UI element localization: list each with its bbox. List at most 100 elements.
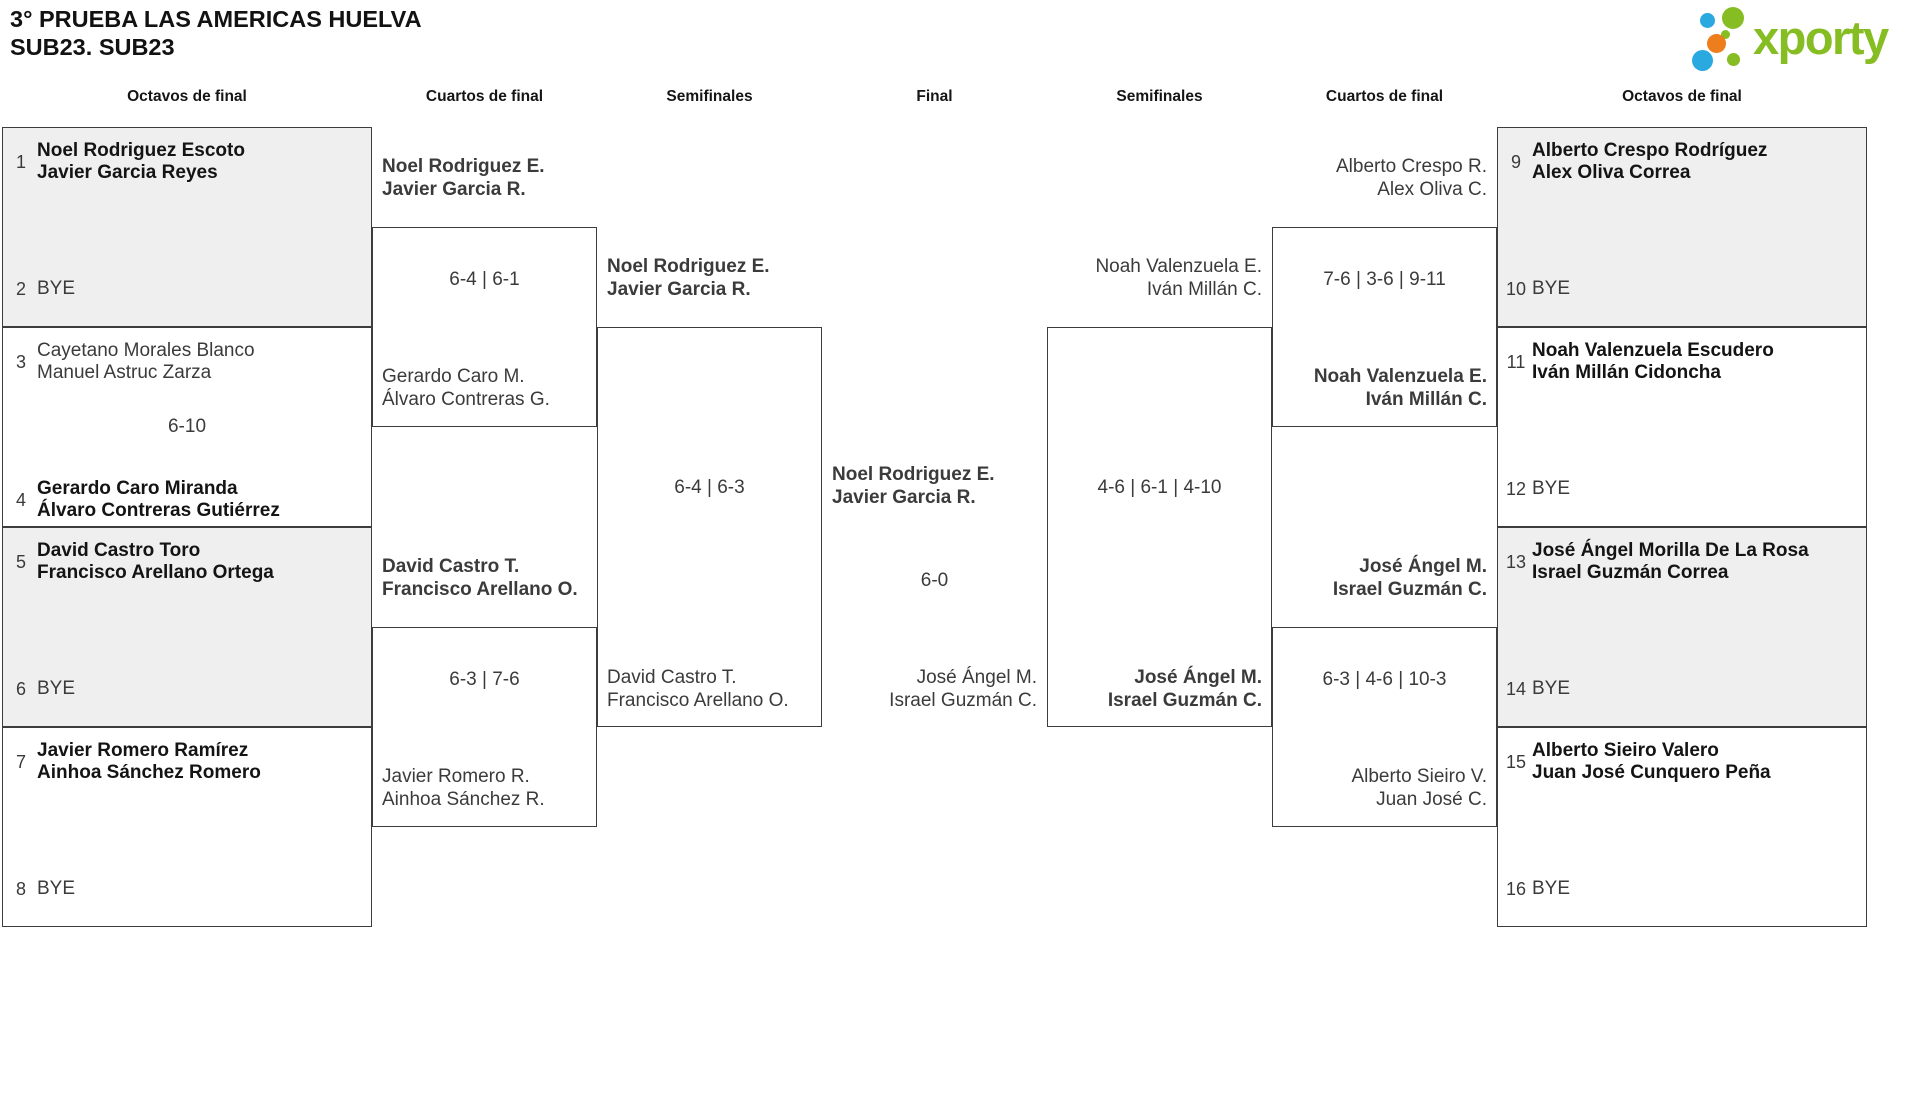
player-name: Noel Rodriguez E. (607, 256, 770, 277)
qf-right-top-winner: Noah Valenzuela E. Iván Millán C. (1277, 365, 1487, 411)
logo-dot-icon (1721, 30, 1730, 39)
player-name: David Castro Toro (37, 540, 201, 561)
qf-right-top-score: 7-6 | 3-6 | 9-11 (1323, 269, 1446, 290)
player-name: José Ángel M. (916, 667, 1037, 688)
sf-left-score: 6-4 | 6-3 (674, 477, 745, 498)
player-name: Noel Rodriguez E. (382, 156, 545, 177)
player-name: Juan José Cunquero Peña (1532, 762, 1771, 783)
team-names: Noah Valenzuela Escudero Iván Millán Cid… (1532, 340, 1774, 384)
seed-number: 1 (15, 151, 26, 172)
seed-number: 9 (1510, 151, 1521, 172)
player-name: Juan José C. (1376, 789, 1487, 810)
bye-label: BYE (37, 678, 76, 699)
bye-label: BYE (1532, 478, 1571, 499)
match-box-oct-13-14: 13 José Ángel Morilla De La Rosa Israel … (1497, 527, 1867, 727)
team-row: 5 David Castro Toro Francisco Arellano O… (3, 540, 371, 584)
team-names: BYE (37, 878, 75, 900)
team-names: BYE (1532, 878, 1570, 900)
team-names: Noel Rodriguez Escoto Javier Garcia Reye… (37, 140, 245, 184)
team-row: 10 BYE (1498, 278, 1866, 300)
qf-right-bottom-loser: Alberto Sieiro V. Juan José C. (1277, 765, 1487, 811)
sf-right-loser: Noah Valenzuela E. Iván Millán C. (1052, 255, 1262, 301)
sf-right-winner: José Ángel M. Israel Guzmán C. (1052, 666, 1262, 712)
player-name: Iván Millán C. (1146, 279, 1262, 300)
logo-text: xporty (1753, 11, 1889, 64)
team-names: BYE (37, 278, 75, 300)
team-row: 13 José Ángel Morilla De La Rosa Israel … (1498, 540, 1866, 584)
seed-number: 14 (1505, 678, 1527, 699)
round-header-semis-left: Semifinales (666, 88, 753, 105)
player-name: Manuel Astruc Zarza (37, 362, 212, 383)
category-name: SUB23. SUB23 (10, 34, 175, 60)
player-name: Iván Millán Cidoncha (1532, 362, 1721, 383)
match-box-oct-15-16: 15 Alberto Sieiro Valero Juan José Cunqu… (1497, 727, 1867, 927)
player-name: Alberto Sieiro Valero (1532, 740, 1719, 761)
player-name: Francisco Arellano Ortega (37, 562, 274, 583)
player-name: Francisco Arellano O. (607, 690, 789, 711)
sf-left-loser: David Castro T. Francisco Arellano O. (607, 666, 812, 712)
player-name: José Ángel M. (1134, 667, 1262, 688)
player-name: David Castro T. (382, 556, 520, 577)
seed-number: 7 (15, 751, 26, 772)
seed-number: 16 (1505, 878, 1527, 899)
round-header-cuartos-right: Cuartos de final (1325, 88, 1444, 105)
match-box-oct-7-8: 7 Javier Romero Ramírez Ainhoa Sánchez R… (2, 727, 372, 927)
player-name: Javier Romero Ramírez (37, 740, 249, 761)
team-names: Cayetano Morales Blanco Manuel Astruc Za… (37, 340, 255, 384)
logo-dot-icon (1707, 34, 1726, 53)
tournament-name: 3° PRUEBA LAS AMERICAS HUELVA (10, 6, 422, 32)
player-name: Noah Valenzuela E. (1313, 366, 1487, 387)
player-name: Cayetano Morales Blanco (37, 340, 255, 361)
player-name: Iván Millán C. (1365, 389, 1487, 410)
player-name: Alberto Crespo Rodríguez (1532, 140, 1768, 161)
player-name: Gerardo Caro Miranda (37, 478, 238, 499)
team-row: 7 Javier Romero Ramírez Ainhoa Sánchez R… (3, 740, 371, 784)
qf-left-bottom-score: 6-3 | 7-6 (449, 669, 520, 690)
logo-dot-icon (1727, 53, 1740, 66)
team-row: 2 BYE (3, 278, 371, 300)
team-names: Javier Romero Ramírez Ainhoa Sánchez Rom… (37, 740, 261, 784)
round-header-final: Final (916, 88, 953, 105)
seed-number: 4 (15, 489, 26, 510)
logo-dot-icon (1700, 13, 1715, 28)
team-row: 12 BYE (1498, 478, 1866, 500)
seed-number: 8 (15, 878, 26, 899)
player-name: Alex Oliva C. (1377, 179, 1487, 200)
player-name: Noel Rodriguez E. (832, 464, 995, 485)
match-box-oct-3-4: 3 Cayetano Morales Blanco Manuel Astruc … (2, 327, 372, 527)
player-name: Israel Guzmán C. (1332, 579, 1487, 600)
team-row: 14 BYE (1498, 678, 1866, 700)
player-name: Francisco Arellano O. (382, 579, 578, 600)
team-row: 3 Cayetano Morales Blanco Manuel Astruc … (3, 340, 371, 384)
match-box-qf-left-top (372, 227, 597, 427)
team-names: Gerardo Caro Miranda Álvaro Contreras Gu… (37, 478, 280, 522)
seed-number: 3 (15, 351, 26, 372)
player-name: David Castro T. (607, 667, 737, 688)
player-name: Alex Oliva Correa (1532, 162, 1691, 183)
qf-left-top-winner: Noel Rodriguez E. Javier Garcia R. (382, 155, 587, 201)
player-name: José Ángel Morilla De La Rosa (1532, 540, 1809, 561)
match-box-sf-left (597, 327, 822, 727)
player-name: Ainhoa Sánchez R. (382, 789, 545, 810)
team-row: 16 BYE (1498, 878, 1866, 900)
team-row: 15 Alberto Sieiro Valero Juan José Cunqu… (1498, 740, 1866, 784)
player-name: Álvaro Contreras G. (382, 389, 550, 410)
round-header-cuartos-left: Cuartos de final (425, 88, 544, 105)
page-title: 3° PRUEBA LAS AMERICAS HUELVA SUB23. SUB… (10, 5, 422, 61)
team-names: Alberto Sieiro Valero Juan José Cunquero… (1532, 740, 1771, 784)
player-name: Noah Valenzuela Escudero (1532, 340, 1774, 361)
player-name: Israel Guzmán C. (889, 690, 1037, 711)
player-name: Gerardo Caro M. (382, 366, 525, 387)
team-row: 8 BYE (3, 878, 371, 900)
player-name: Alberto Sieiro V. (1351, 766, 1487, 787)
player-name: Javier Garcia Reyes (37, 162, 218, 183)
team-names: BYE (1532, 278, 1570, 300)
match-box-qf-right-top (1272, 227, 1497, 427)
bye-label: BYE (37, 878, 76, 899)
qf-left-top-score: 6-4 | 6-1 (449, 269, 520, 290)
player-name: Javier Garcia R. (382, 179, 526, 200)
team-names: BYE (1532, 478, 1570, 500)
bye-label: BYE (1532, 878, 1571, 899)
qf-right-bottom-score: 6-3 | 4-6 | 10-3 (1322, 669, 1447, 690)
